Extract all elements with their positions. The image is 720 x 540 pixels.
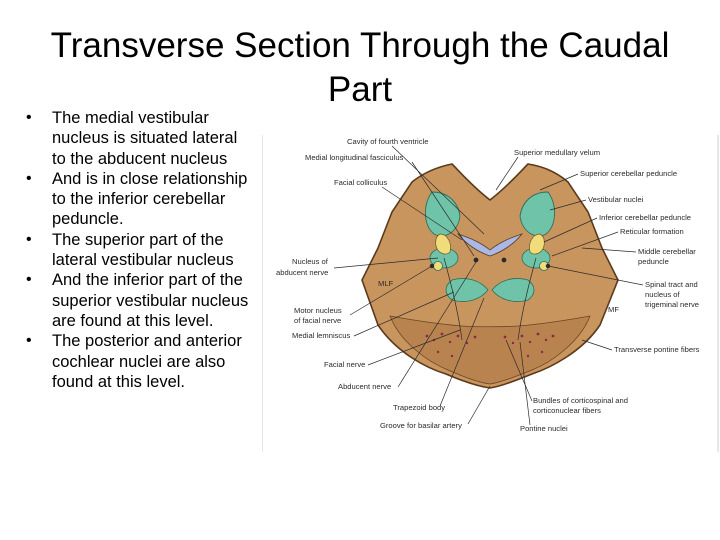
- label-cavity-fourth-ventricle: Cavity of fourth ventricle: [347, 137, 428, 146]
- label-facial-colliculus: Facial colliculus: [334, 178, 387, 187]
- nucleus-dot: [545, 263, 551, 269]
- label-transverse-pontine-fibers: Transverse pontine fibers: [614, 345, 700, 354]
- bullet-text: The superior part of the lateral vestibu…: [52, 230, 234, 270]
- leader-line: [581, 247, 637, 253]
- leader-line: [349, 265, 433, 316]
- leader-line: [581, 339, 613, 351]
- label-corticospinal-1: Bundles of corticospinal and: [533, 396, 628, 405]
- label-medial-longitudinal-fasciculus: Medial longitudinal fasciculus: [305, 153, 404, 162]
- bullet-dot-icon: •: [26, 332, 32, 350]
- basilar-pons: [389, 315, 591, 385]
- slide-title: Transverse Section Through the Caudal Pa…: [50, 26, 670, 109]
- bullet-text: The medial vestibular nucleus is situate…: [52, 109, 238, 168]
- bullet-item: • The superior part of the lateral vestib…: [24, 230, 254, 271]
- label-motor-nucleus-facial-2: of facial nerve: [294, 316, 341, 325]
- label-superior-medullary-velum: Superior medullary velum: [514, 148, 600, 157]
- bullet-item: • And the inferior part of the superior v…: [24, 270, 254, 331]
- label-corticospinal-2: corticonuclear fibers: [533, 406, 601, 415]
- bullet-list: • The medial vestibular nucleus is situat…: [24, 108, 254, 392]
- label-spinal-tract-2: nucleus of: [645, 290, 681, 299]
- leader-line: [519, 341, 531, 426]
- label-abducent-nerve: Abducent nerve: [338, 382, 391, 391]
- bullet-item: • The medial vestibular nucleus is situat…: [24, 108, 254, 169]
- vestibular-nucleus-right: [519, 191, 555, 237]
- label-middle-cerebellar-peduncle-2: peduncle: [638, 257, 669, 266]
- label-groove-basilar-artery: Groove for basilar artery: [380, 421, 462, 430]
- bullet-text: The posterior and anterior cochlear nucl…: [52, 332, 242, 391]
- leader-line: [495, 156, 519, 191]
- bullet-dot-icon: •: [26, 169, 32, 187]
- leader-line: [467, 385, 491, 425]
- label-spinal-tract-3: trigeminal nerve: [645, 300, 699, 309]
- leader-line: [333, 257, 439, 269]
- medial-lemniscus-right: [491, 278, 535, 302]
- facial-nerve-path-left: [443, 257, 463, 341]
- inferior-cerebellar-peduncle-left: [435, 233, 451, 255]
- label-reticular-formation: Reticular formation: [620, 227, 684, 236]
- leader-line: [353, 291, 455, 337]
- bullet-text: And is in close relationship to the infe…: [52, 169, 248, 229]
- medial-lemniscus-left: [445, 278, 489, 302]
- label-trapezoid-body: Trapezoid body: [393, 403, 445, 412]
- label-facial-nerve: Facial nerve: [324, 360, 365, 369]
- leader-line: [439, 297, 485, 407]
- leader-line: [505, 339, 533, 402]
- leader-line: [397, 261, 477, 388]
- leader-line: [391, 145, 485, 235]
- leader-line: [549, 199, 587, 211]
- bullet-item: • And is in close relationship to the inf…: [24, 169, 254, 230]
- leader-line: [411, 161, 475, 257]
- label-vestibular-nuclei: Vestibular nuclei: [588, 195, 644, 204]
- label-superior-cerebellar-peduncle: Superior cerebellar peduncle: [580, 169, 677, 178]
- label-inferior-cerebellar-peduncle: Inferior cerebellar peduncle: [599, 213, 691, 222]
- label-motor-nucleus-facial-1: Motor nucleus: [294, 306, 342, 315]
- leader-line: [381, 186, 463, 241]
- fourth-ventricle: [456, 233, 524, 257]
- label-nucleus-abducent-2: abducent nerve: [276, 268, 328, 277]
- leader-line: [539, 173, 579, 191]
- label-nucleus-abducent-1: Nucleus of: [292, 257, 329, 266]
- pontine-nuclei-dots: [425, 332, 555, 358]
- label-medial-lemniscus: Medial lemniscus: [292, 331, 350, 340]
- leader-line: [547, 265, 644, 286]
- leader-line: [551, 231, 619, 257]
- leader-line: [543, 217, 598, 243]
- leader-line: [367, 329, 461, 366]
- bullet-item: • The posterior and anterior cochlear nuc…: [24, 331, 254, 392]
- trigeminal-nucleus-left: [433, 261, 443, 271]
- label-spinal-tract-1: Spinal tract and: [645, 280, 698, 289]
- bullet-dot-icon: •: [26, 230, 32, 248]
- inferior-cerebellar-peduncle-right: [529, 233, 545, 255]
- pons-diagram: MLF MF Cavity of fourth ventricle Medial…: [262, 130, 720, 455]
- nucleus-dot: [473, 257, 479, 263]
- side-mark-left: MLF: [378, 279, 394, 288]
- nucleus-dot: [501, 257, 507, 263]
- side-mark-right: MF: [608, 305, 619, 314]
- bullet-dot-icon: •: [26, 109, 32, 126]
- bullet-text: And the inferior part of the superior ve…: [52, 271, 249, 330]
- facial-nerve-path-right: [517, 257, 537, 341]
- bullet-dot-icon: •: [26, 271, 32, 289]
- label-pontine-nuclei: Pontine nuclei: [520, 424, 568, 433]
- pons-diagram-svg: MLF MF Cavity of fourth ventricle Medial…: [262, 135, 719, 452]
- label-middle-cerebellar-peduncle-1: Middle cerebellar: [638, 247, 696, 256]
